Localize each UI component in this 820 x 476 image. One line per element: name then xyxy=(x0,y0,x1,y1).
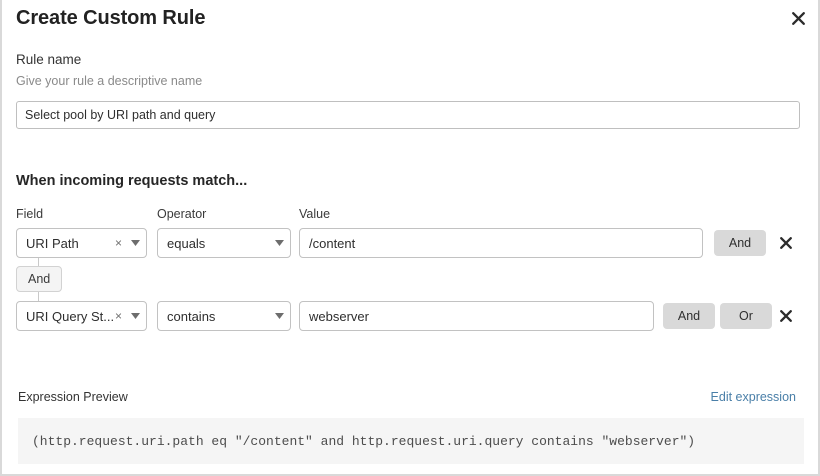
conditions-section-title: When incoming requests match... xyxy=(16,173,248,189)
chevron-down-icon[interactable] xyxy=(124,313,146,319)
column-header-operator: Operator xyxy=(157,207,207,221)
operator-select-2[interactable]: contains xyxy=(157,301,291,331)
operator-select-1[interactable]: equals xyxy=(157,228,291,258)
operator-select-2-value: contains xyxy=(167,308,216,324)
edit-expression-link[interactable]: Edit expression xyxy=(710,390,796,404)
connector-line-top xyxy=(38,258,39,267)
clear-icon[interactable]: × xyxy=(114,236,122,250)
chevron-down-icon[interactable] xyxy=(124,240,146,246)
or-button-row2[interactable]: Or xyxy=(720,303,772,329)
group-connector-and[interactable]: And xyxy=(16,266,63,292)
clear-icon[interactable]: × xyxy=(114,309,122,323)
column-header-field: Field xyxy=(16,207,44,221)
chevron-down-icon[interactable] xyxy=(268,313,290,319)
expression-preview-label: Expression Preview xyxy=(18,390,128,404)
field-select-1-value: URI Path xyxy=(26,235,79,251)
close-icon[interactable] xyxy=(786,6,810,30)
remove-condition-icon-row1[interactable] xyxy=(773,230,799,256)
dialog-title: Create Custom Rule xyxy=(16,7,206,29)
value-input-2[interactable] xyxy=(309,308,644,324)
remove-condition-icon-row2[interactable] xyxy=(773,303,799,329)
value-input-2-wrap[interactable] xyxy=(299,301,654,331)
rule-name-input[interactable] xyxy=(16,101,800,129)
rule-name-description: Give your rule a descriptive name xyxy=(16,74,203,88)
expression-preview-code: (http.request.uri.path eq "/content" and… xyxy=(32,433,696,449)
and-button-row1[interactable]: And xyxy=(714,230,766,256)
operator-select-1-value: equals xyxy=(167,235,206,251)
field-select-2-value: URI Query St... xyxy=(26,308,113,324)
field-select-2[interactable]: URI Query St... × xyxy=(16,301,147,331)
chevron-down-icon[interactable] xyxy=(268,240,290,246)
value-input-1-wrap[interactable] xyxy=(299,228,703,258)
value-input-1[interactable] xyxy=(309,235,693,251)
connector-line-bottom xyxy=(38,292,39,301)
expression-preview-box: (http.request.uri.path eq "/content" and… xyxy=(18,418,804,464)
column-header-value: Value xyxy=(299,207,331,221)
and-button-row2[interactable]: And xyxy=(663,303,715,329)
field-select-1[interactable]: URI Path × xyxy=(16,228,147,258)
rule-name-label: Rule name xyxy=(16,52,82,67)
